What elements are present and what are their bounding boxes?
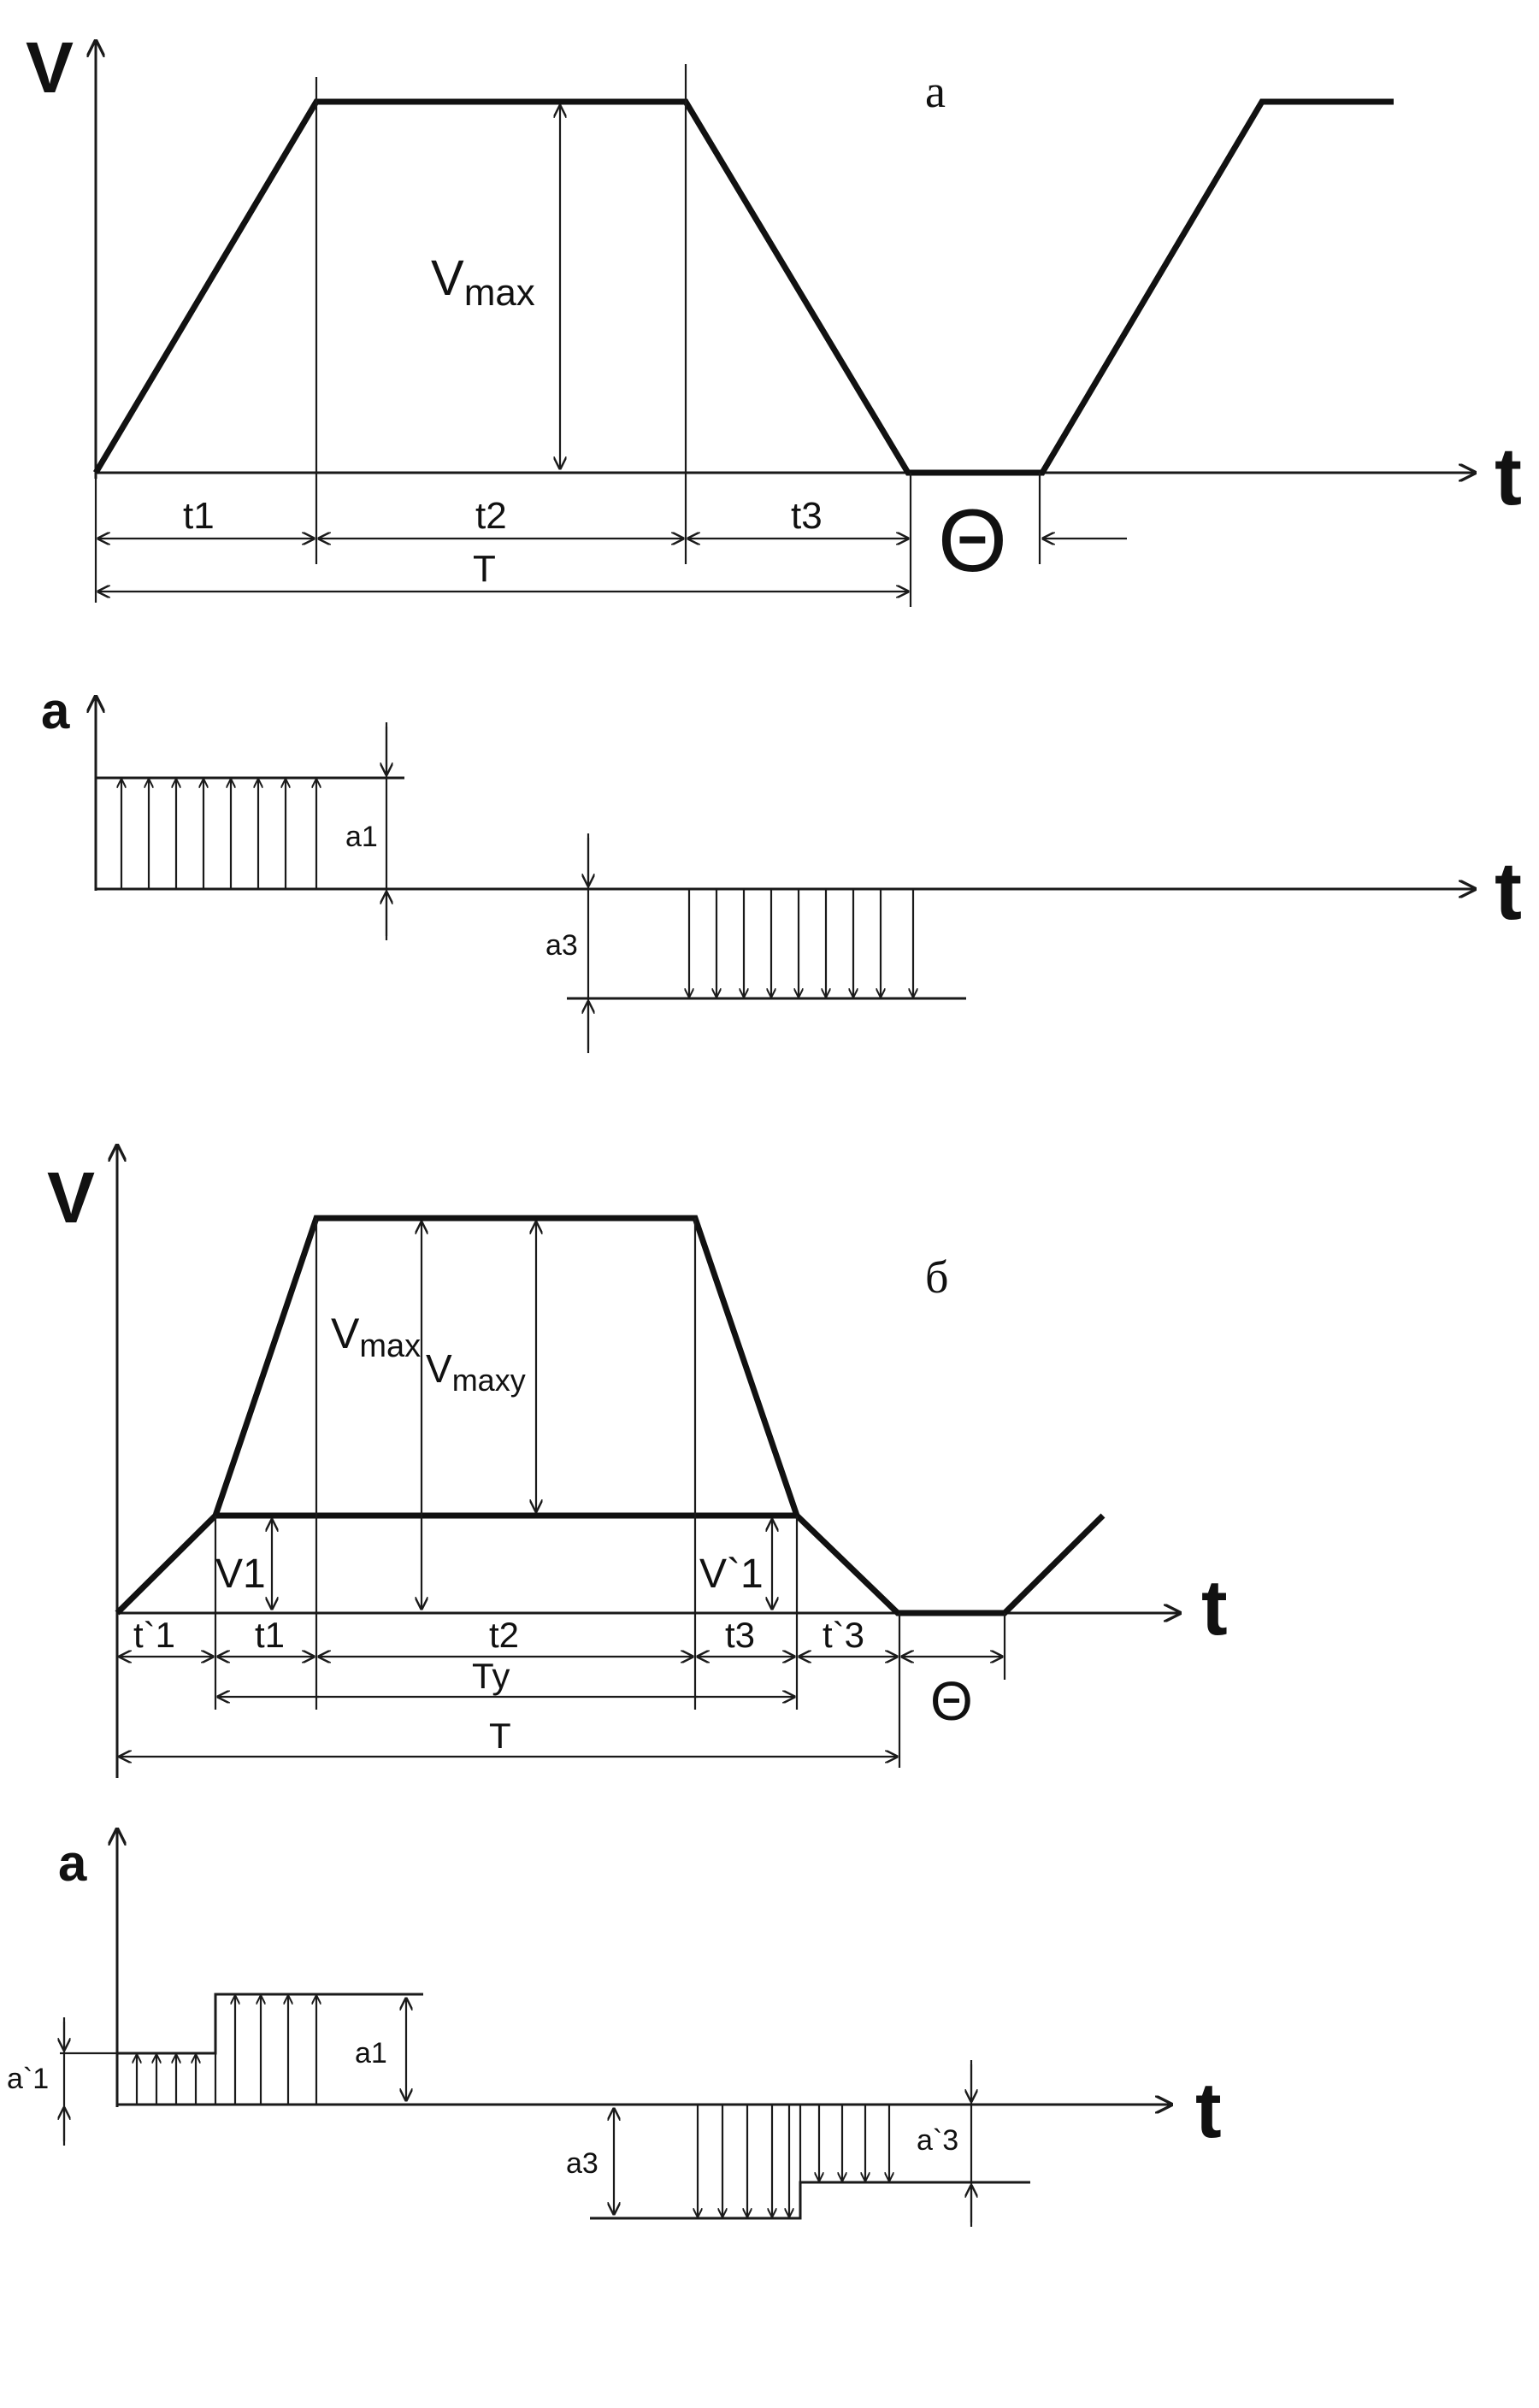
panel-a-theta-label: Θ	[938, 492, 1007, 591]
panel-b-velocity-graph: V t б Vmax Vmaxy V1 V`1 t`1 t1 t2 t3 t`3…	[47, 1145, 1228, 1778]
panel-b-positive-accel-arrows	[137, 1996, 316, 2105]
panel-a-t3-label: t3	[791, 495, 823, 537]
panel-a-velocity-curve	[92, 98, 1394, 476]
panel-b-t3-label: t3	[725, 1615, 755, 1655]
panel-a-T-label: T	[473, 548, 496, 590]
panel-b-Ty-label: Ty	[472, 1656, 510, 1696]
panel-a-t-axis-label: t	[1495, 431, 1522, 522]
panel-b-tag: б	[925, 1251, 948, 1303]
panel-a-t2-label: t2	[475, 495, 507, 537]
panel-b-ap3-label: a`3	[917, 2124, 958, 2157]
panel-a-tag: а	[925, 66, 946, 117]
panel-b-v1p-label: V`1	[699, 1551, 764, 1597]
panel-b-a-positive-steps	[117, 1993, 423, 2055]
panel-a-velocity-graph: V t а Vmax t1 t2 t3 T Θ	[26, 27, 1522, 607]
panel-a-a-t-axis-label: t	[1495, 845, 1522, 937]
panel-b-v-axis-label: V	[47, 1157, 95, 1238]
panel-b-a-t-axis-label: t	[1195, 2067, 1222, 2154]
panel-a-a3-label: a3	[545, 929, 578, 962]
panel-b-vmaxy-label: Vmaxy	[426, 1346, 526, 1398]
panel-b-acceleration-graph: a t a`1 a1 a3 a`3	[7, 1829, 1222, 2227]
panel-b-v1-label: V1	[215, 1551, 266, 1597]
panel-b-t1-label: t1	[255, 1615, 285, 1655]
panel-b-tp1-label: t`1	[133, 1615, 175, 1655]
panel-b-tp3-label: t`3	[823, 1615, 864, 1655]
panel-a-a-axis-label: a	[41, 682, 70, 739]
panel-b-t-axis-label: t	[1201, 1564, 1228, 1651]
panel-b-a-axis-label: a	[58, 1834, 87, 1892]
panel-a-vmax-label: Vmax	[431, 250, 535, 314]
panel-a-a1-label: a1	[345, 821, 378, 853]
panel-b-theta-label: Θ	[930, 1670, 973, 1732]
panel-a-t1-label: t1	[183, 495, 215, 537]
panel-b-a3-label: a3	[566, 2147, 598, 2180]
panel-b-velocity-curve	[115, 1215, 1106, 1616]
panel-a-v-axis-label: V	[26, 27, 74, 108]
panel-b-t2-label: t2	[489, 1615, 519, 1655]
panel-b-vmax-label: Vmax	[331, 1310, 421, 1364]
panel-b-a-negative-steps	[590, 2181, 1030, 2220]
panel-b-T-label: T	[489, 1716, 511, 1756]
panel-b-ap1-label: a`1	[7, 2063, 49, 2095]
panel-a-negative-accel-arrows	[689, 889, 913, 997]
panel-b-a1-label: a1	[355, 2037, 387, 2069]
panel-a-positive-accel-arrows	[121, 780, 316, 889]
panel-b-negative-accel-arrows	[698, 2105, 889, 2217]
panel-a-acceleration-graph: a t a1 a3	[41, 682, 1522, 1053]
